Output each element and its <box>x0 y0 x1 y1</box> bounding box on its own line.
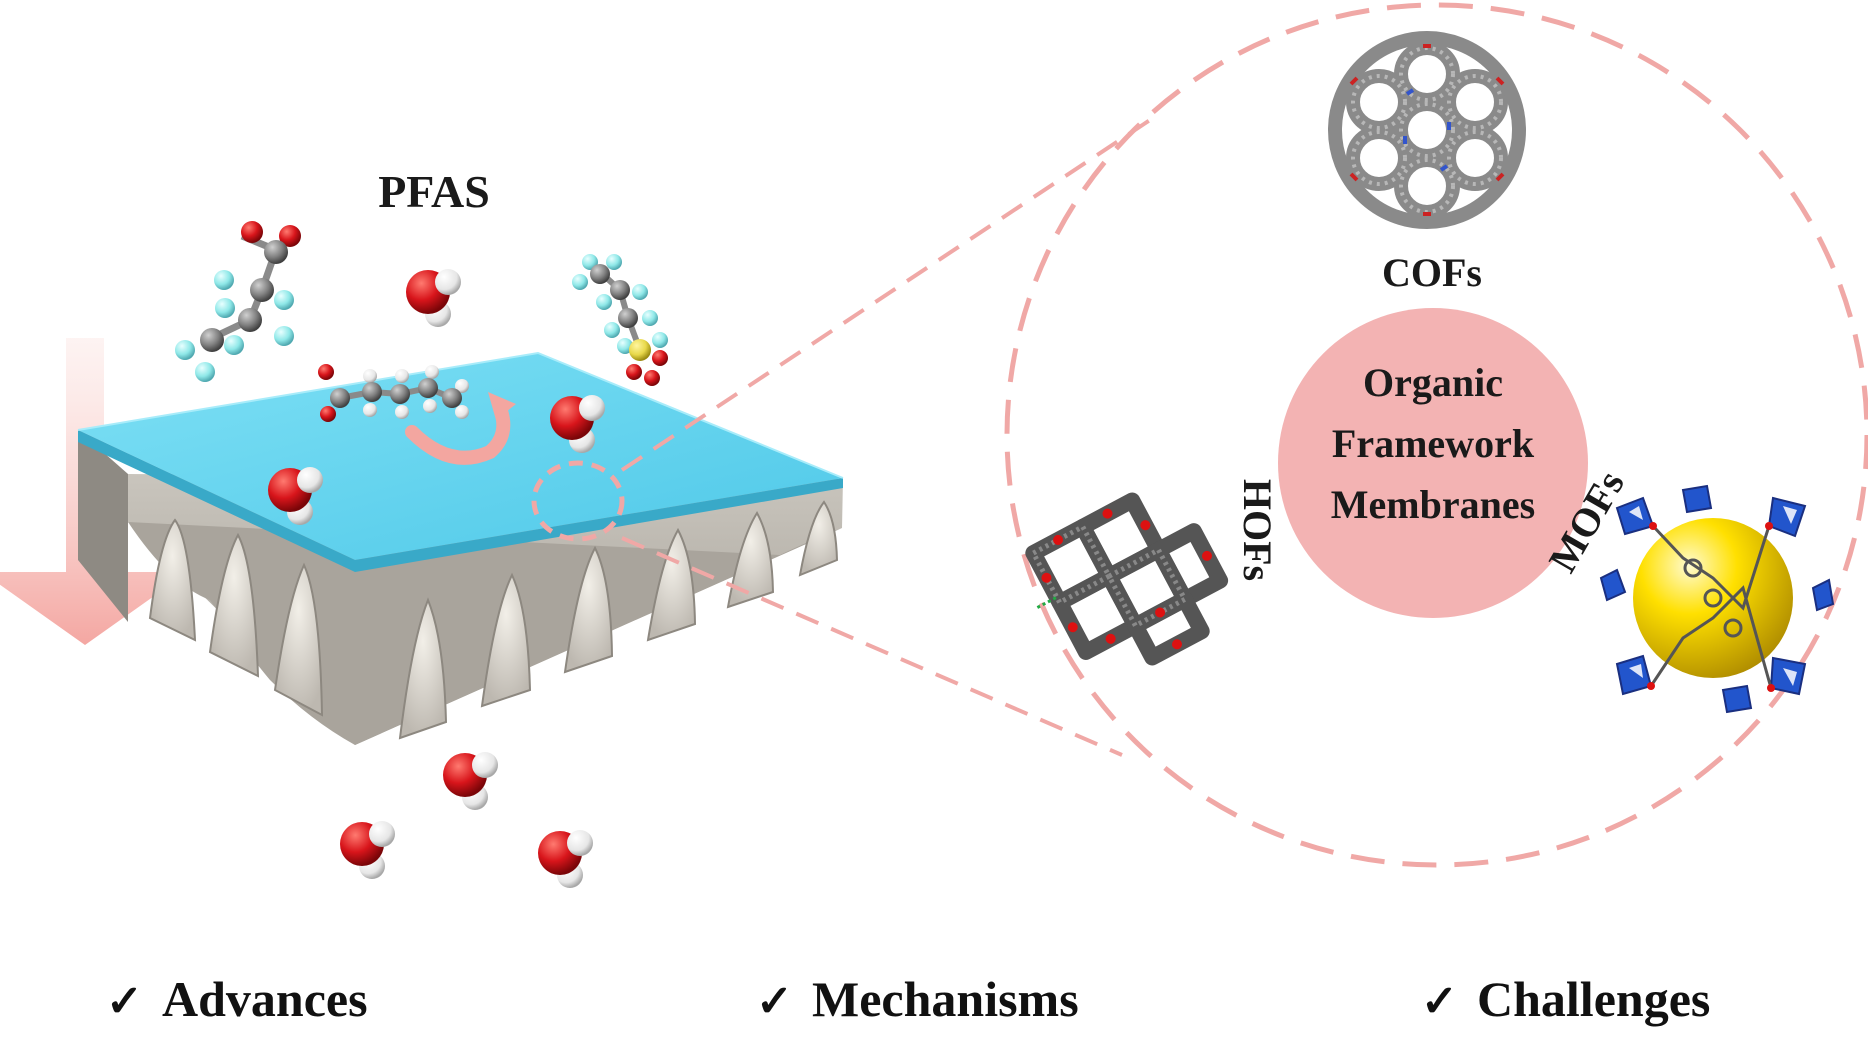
footer-label: Advances <box>162 971 368 1027</box>
zoom-region <box>531 460 625 542</box>
footer-item-challenges: ✓ Challenges <box>1421 970 1710 1028</box>
hofs-label: HOFs <box>1235 479 1280 581</box>
footer-item-mechanisms: ✓ Mechanisms <box>756 970 1079 1028</box>
check-icon: ✓ <box>1421 977 1458 1026</box>
footer-item-advances: ✓ Advances <box>106 970 368 1028</box>
curved-arrow-icon <box>405 392 516 465</box>
center-label-line3: Membranes <box>1331 482 1535 527</box>
zoom-connector-lines <box>620 116 1155 757</box>
center-label-line1: Organic <box>1363 360 1503 405</box>
footer-label: Mechanisms <box>812 971 1079 1027</box>
pfas-label: PFAS <box>378 166 490 217</box>
pfas-molecule-icon <box>175 221 301 382</box>
cof-framework-icon <box>1328 31 1526 229</box>
zoom-circle <box>1004 2 1868 868</box>
check-icon: ✓ <box>106 977 143 1026</box>
footer-label: Challenges <box>1477 971 1711 1027</box>
hof-framework-icon <box>1025 492 1229 666</box>
center-label-line2: Framework <box>1332 421 1535 466</box>
pfas-molecule-icon <box>572 254 668 386</box>
cofs-label: COFs <box>1382 250 1482 295</box>
check-icon: ✓ <box>756 977 793 1026</box>
membrane <box>77 351 844 745</box>
membrane-support-side <box>78 430 128 622</box>
center-circle <box>1278 308 1588 618</box>
mof-framework-icon <box>1599 484 1835 714</box>
pfas-molecule-icon <box>318 364 469 422</box>
